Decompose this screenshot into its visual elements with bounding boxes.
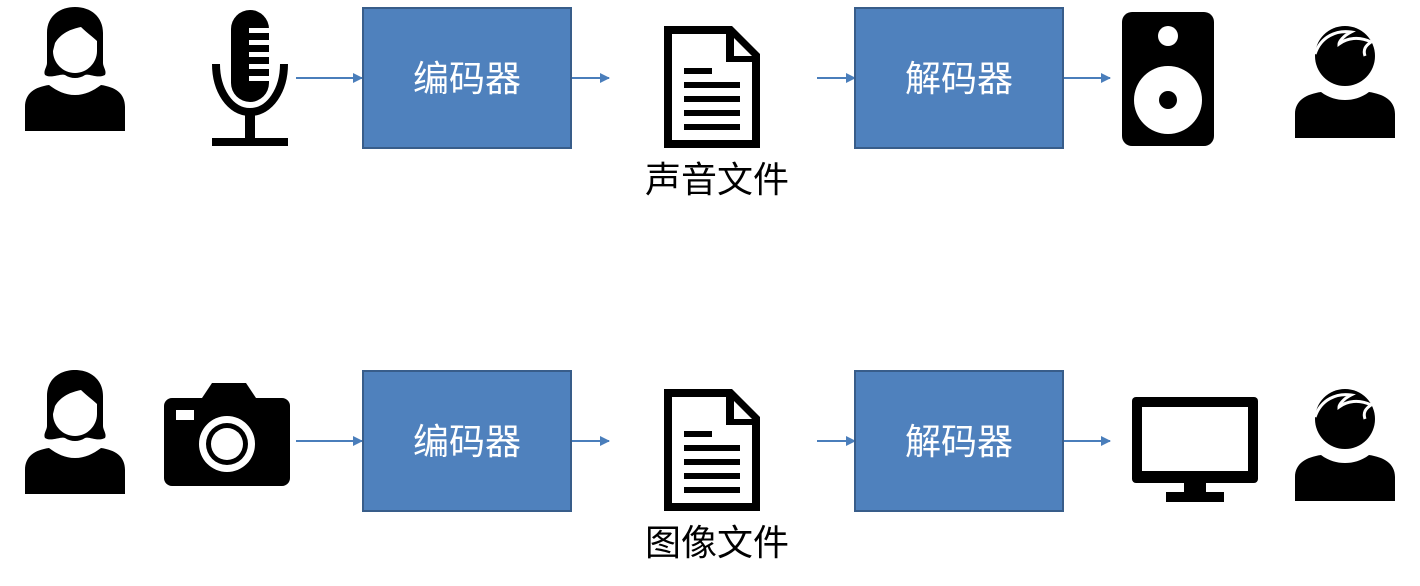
encoder-box: 编码器 (362, 370, 572, 512)
woman-icon (25, 370, 125, 494)
decoder-label: 解码器 (905, 422, 1013, 463)
woman-icon (25, 7, 125, 131)
document-icon (664, 26, 760, 148)
man-icon (1293, 24, 1397, 140)
speaker-icon (1122, 12, 1214, 146)
monitor-icon (1132, 397, 1258, 502)
document-icon (664, 389, 760, 511)
decoder-box: 解码器 (854, 370, 1064, 512)
row-audio: 编码器 声音文件 解码器 (25, 7, 1397, 201)
microphone-icon (212, 10, 288, 146)
man-icon (1293, 387, 1397, 503)
decoder-box: 解码器 (854, 7, 1064, 149)
decoder-label: 解码器 (905, 59, 1013, 100)
row-image: 编码器 图像文件 解码器 (25, 370, 1397, 564)
encoder-box: 编码器 (362, 7, 572, 149)
encoder-label: 编码器 (413, 422, 521, 463)
encoder-label: 编码器 (413, 59, 521, 100)
file-label: 图像文件 (645, 523, 789, 564)
camera-icon (164, 383, 290, 486)
file-label: 声音文件 (645, 160, 789, 201)
